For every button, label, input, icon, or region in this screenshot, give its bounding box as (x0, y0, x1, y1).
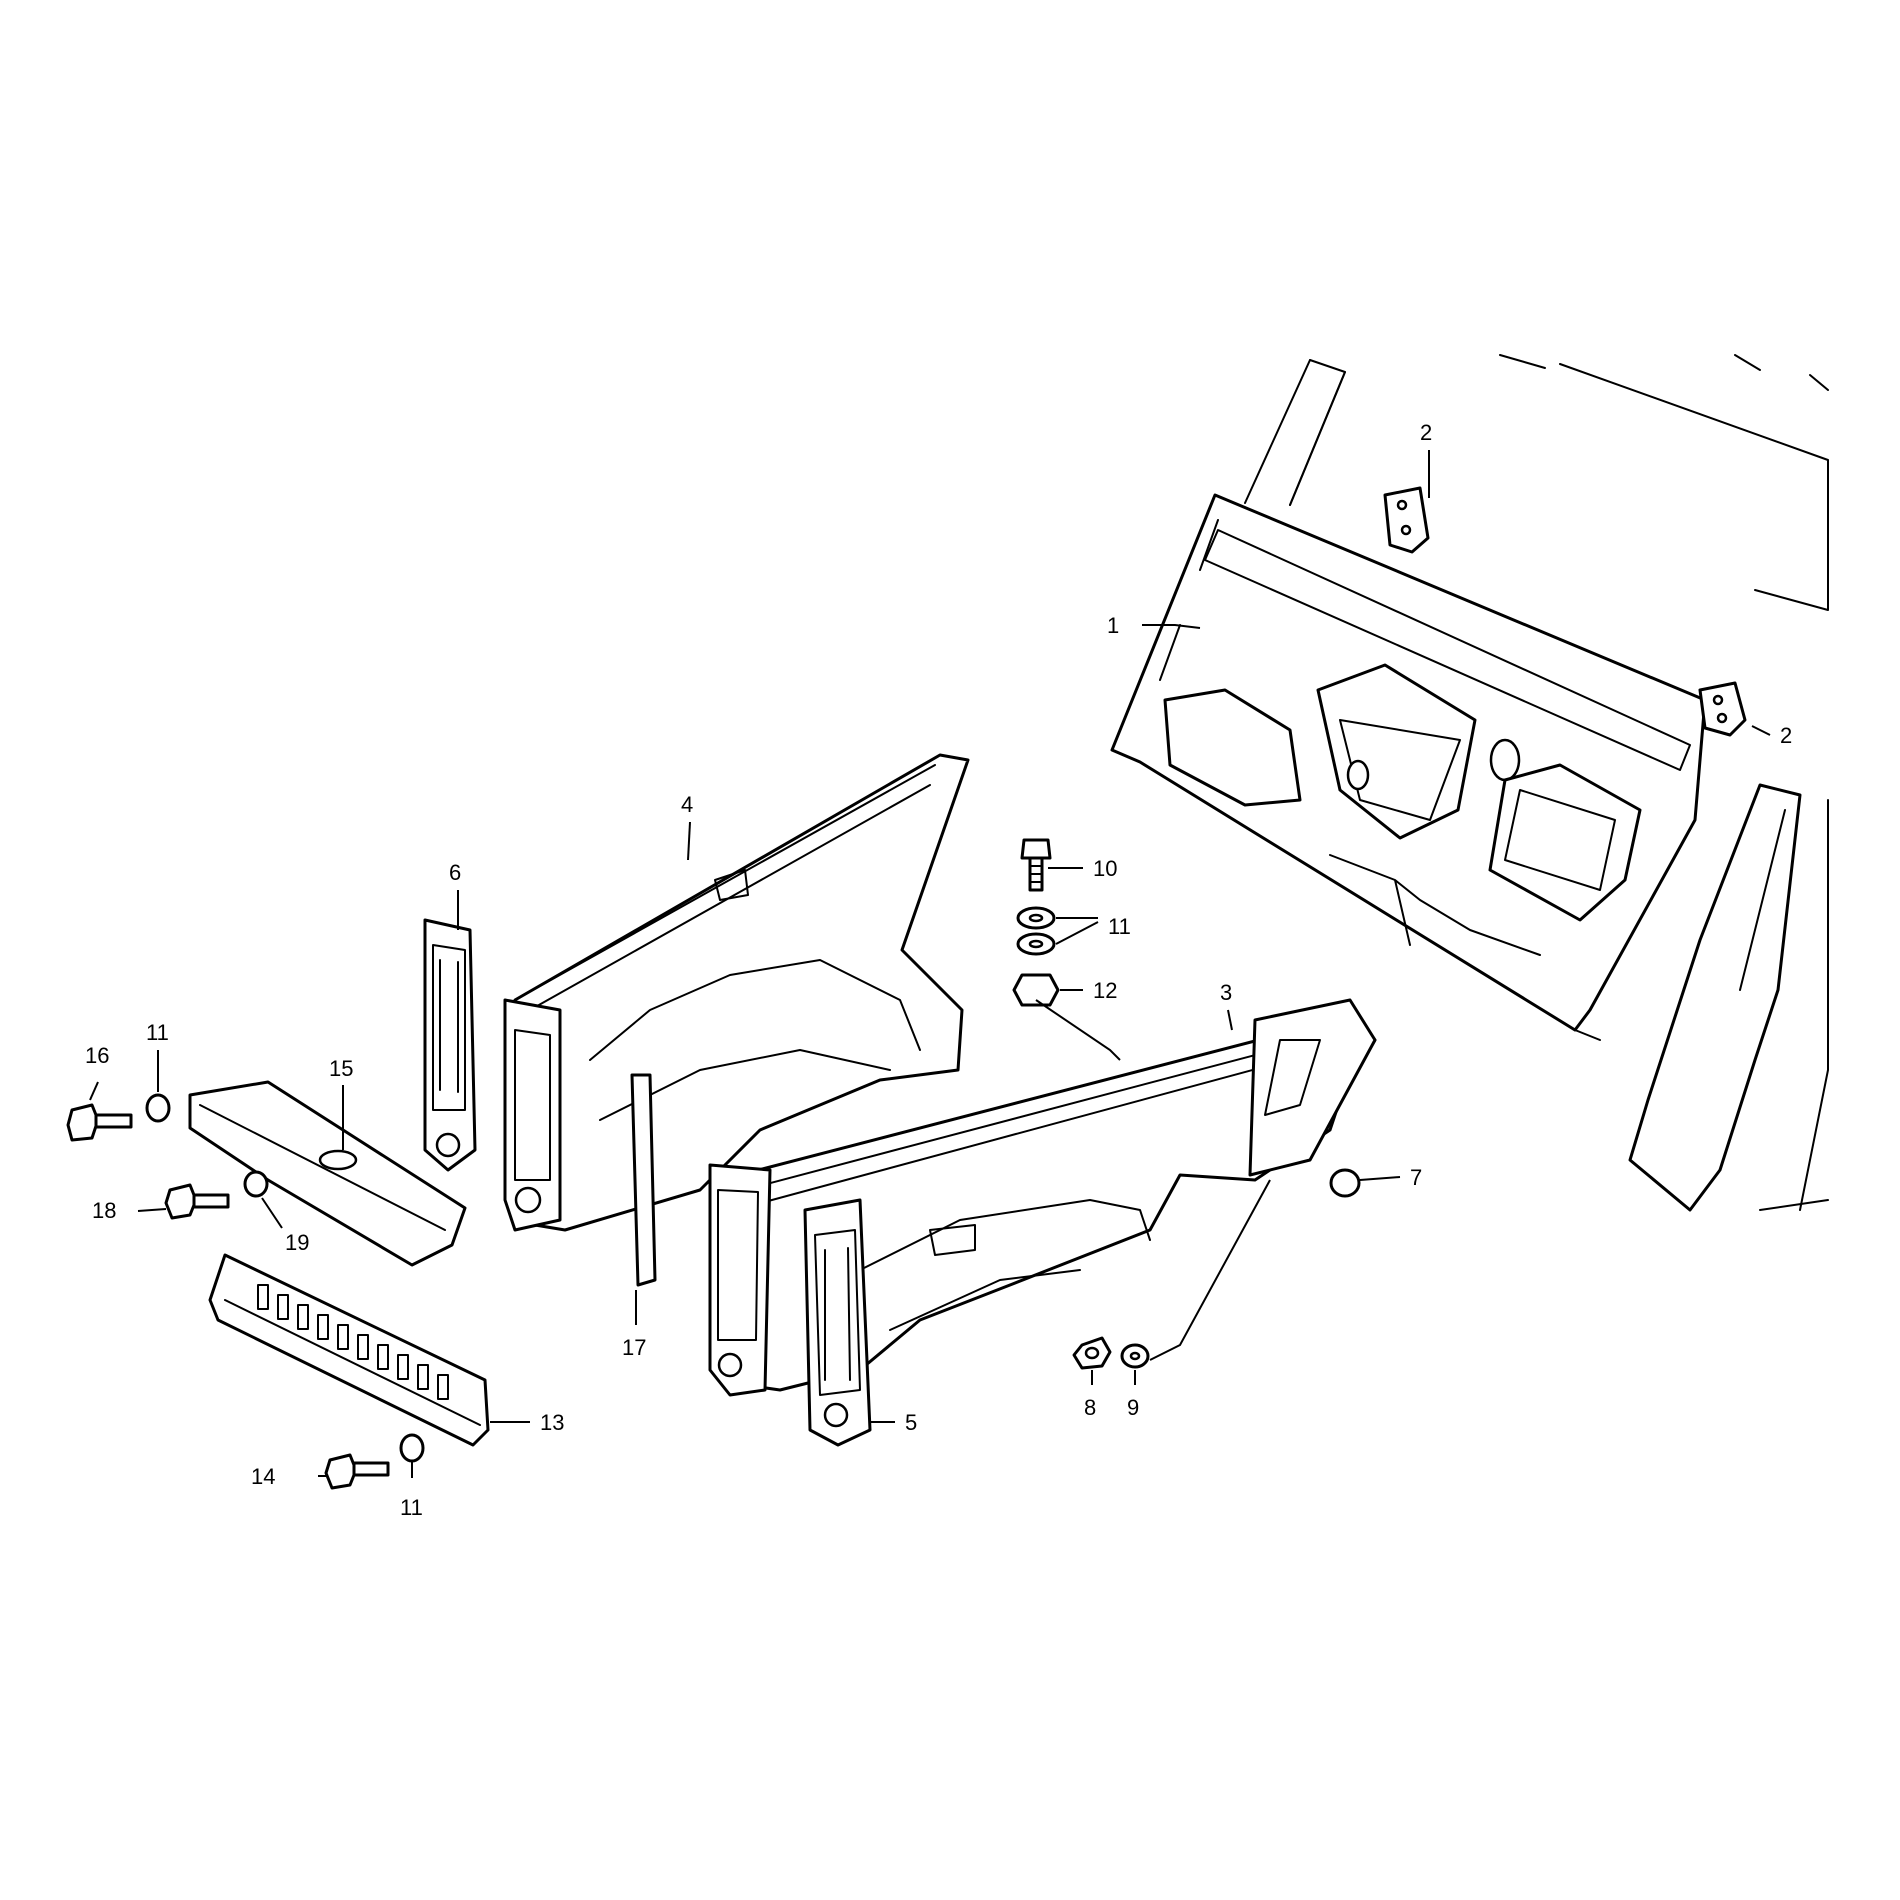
nut-12 (1012, 973, 1060, 1007)
callout-5: 5 (905, 1410, 917, 1435)
strut-left (423, 918, 477, 1172)
callout-8: 8 (1084, 1395, 1096, 1420)
nut-8 (1072, 1336, 1112, 1370)
callout-11-left: 11 (146, 1020, 169, 1045)
callout-10: 10 (1093, 856, 1117, 881)
washer-9 (1120, 1343, 1150, 1369)
callout-2-top: 2 (1420, 420, 1432, 445)
bolt-10 (1020, 838, 1052, 892)
callout-4: 4 (681, 792, 693, 817)
bolt-18 (164, 1183, 230, 1220)
callout-17: 17 (622, 1335, 646, 1360)
inner-wheel-arch-right (708, 998, 1377, 1397)
washer-11-bottom (399, 1433, 425, 1463)
nut-19 (243, 1170, 269, 1198)
callout-2-right: 2 (1780, 723, 1792, 748)
callout-9: 9 (1127, 1395, 1139, 1420)
callout-11-right: 11 (1108, 914, 1131, 939)
slot-row (257, 1284, 449, 1400)
body-front-panel (1110, 354, 1829, 1041)
rubber-bumper (1329, 1168, 1361, 1198)
strut-right (803, 1198, 872, 1447)
fender-edge (1628, 783, 1829, 1212)
callout-6: 6 (449, 860, 461, 885)
callout-12: 12 (1093, 978, 1117, 1003)
callout-19: 19 (285, 1230, 309, 1255)
narrow-brace (630, 1073, 657, 1287)
callout-16: 16 (85, 1043, 109, 1068)
nut-11-lower (1016, 932, 1056, 956)
callout-7: 7 (1410, 1165, 1422, 1190)
callout-15: 15 (329, 1056, 353, 1081)
inner-wheel-arch-left (503, 753, 970, 1232)
leader-lines (89, 450, 1771, 1478)
hinge-upper (1383, 486, 1430, 554)
callout-13: 13 (540, 1410, 564, 1435)
nut-11-upper (1016, 906, 1056, 930)
hinge-lower (1698, 681, 1747, 737)
callout-3: 3 (1220, 980, 1232, 1005)
cross-member (188, 1080, 467, 1267)
bolt-16 (66, 1103, 133, 1142)
callout-14: 14 (251, 1464, 275, 1489)
callout-labels: 1 2 2 3 4 5 6 7 8 9 10 11 11 11 12 13 14… (85, 420, 1792, 1520)
bolt-14 (324, 1453, 390, 1490)
callout-11-bottom: 11 (400, 1495, 423, 1520)
washer-11-left (145, 1093, 171, 1123)
callout-18: 18 (92, 1198, 116, 1223)
callout-1: 1 (1107, 613, 1119, 638)
lower-panel (208, 1253, 490, 1447)
